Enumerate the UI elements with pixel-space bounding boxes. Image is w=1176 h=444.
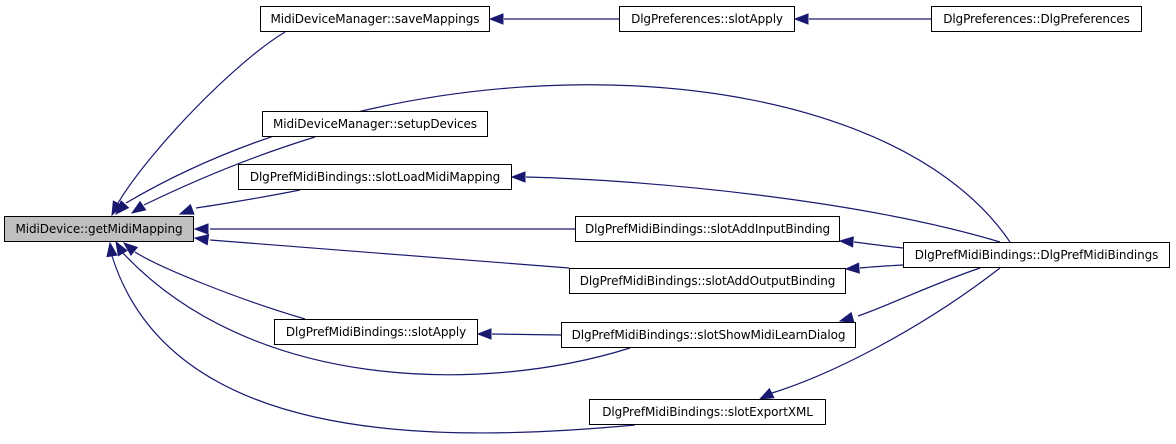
arrowhead-icon bbox=[793, 13, 809, 25]
arrowhead-icon bbox=[838, 311, 855, 323]
edge-bctor-to-addin bbox=[838, 236, 904, 249]
node-dlg-pref-midi-bindings-slot-add-input-binding[interactable]: DlgPrefMidiBindings::slotAddInputBinding bbox=[575, 216, 840, 242]
node-dlg-preferences-slot-apply[interactable]: DlgPreferences::slotApply bbox=[619, 6, 795, 32]
edge-bctor-to-addout bbox=[844, 262, 904, 274]
edge-pctor-to-papply bbox=[793, 13, 931, 25]
node-dlg-pref-midi-bindings-slot-show-midi-learn-dialog[interactable]: DlgPrefMidiBindings::slotShowMidiLearnDi… bbox=[561, 322, 856, 348]
arrowhead-icon bbox=[758, 387, 775, 400]
node-dlg-pref-midi-bindings-slot-export-xml[interactable]: DlgPrefMidiBindings::slotExportXML bbox=[589, 399, 826, 425]
edge-setup-to-root bbox=[130, 136, 316, 214]
edge-addout-to-root bbox=[193, 234, 570, 269]
edge-layer bbox=[106, 13, 1011, 434]
edge-bctor-to-export bbox=[758, 267, 1001, 400]
node-dlg-pref-midi-bindings-slot-add-output-binding[interactable]: DlgPrefMidiBindings::slotAddOutputBindin… bbox=[569, 268, 846, 294]
edge-learn-to-apply bbox=[476, 328, 562, 340]
arrowhead-icon bbox=[844, 262, 860, 274]
node-dlg-preferences-constructor[interactable]: DlgPreferences::DlgPreferences bbox=[931, 6, 1142, 32]
edge-bctor-to-root bbox=[115, 84, 1011, 243]
edge-bctor-to-learn bbox=[838, 267, 981, 323]
arrowhead-icon bbox=[178, 203, 195, 215]
arrowhead-icon bbox=[488, 13, 504, 25]
edge-apply-to-root bbox=[122, 242, 306, 320]
edge-bctor-to-load bbox=[510, 171, 1001, 243]
node-midi-device-get-midi-mapping[interactable]: MidiDevice::getMidiMapping bbox=[4, 216, 194, 242]
arrowhead-icon bbox=[193, 234, 210, 246]
node-dlg-pref-midi-bindings-constructor[interactable]: DlgPrefMidiBindings::DlgPrefMidiBindings bbox=[903, 242, 1170, 268]
node-midi-device-manager-setup-devices[interactable]: MidiDeviceManager::setupDevices bbox=[262, 111, 488, 137]
arrowhead-icon bbox=[476, 328, 492, 340]
arrowhead-icon bbox=[130, 200, 147, 214]
edge-learn-to-root bbox=[115, 240, 631, 376]
edge-load-to-root bbox=[178, 189, 301, 215]
arrowhead-icon bbox=[838, 236, 854, 248]
arrowhead-icon bbox=[510, 171, 526, 183]
edge-addin-to-root bbox=[193, 223, 575, 235]
arrowhead-icon bbox=[106, 241, 118, 258]
arrowhead-icon bbox=[193, 223, 209, 235]
node-dlg-pref-midi-bindings-slot-load-midi-mapping[interactable]: DlgPrefMidiBindings::slotLoadMidiMapping bbox=[238, 164, 512, 190]
arrowhead-icon bbox=[122, 242, 139, 256]
edge-papply-to-save bbox=[488, 13, 619, 25]
node-dlg-pref-midi-bindings-slot-apply[interactable]: DlgPrefMidiBindings::slotApply bbox=[274, 319, 478, 345]
arrowhead-icon bbox=[115, 200, 130, 216]
arrowhead-icon bbox=[115, 240, 128, 257]
edge-export-to-root bbox=[106, 241, 636, 434]
node-midi-device-manager-save-mappings[interactable]: MidiDeviceManager::saveMappings bbox=[260, 6, 490, 32]
